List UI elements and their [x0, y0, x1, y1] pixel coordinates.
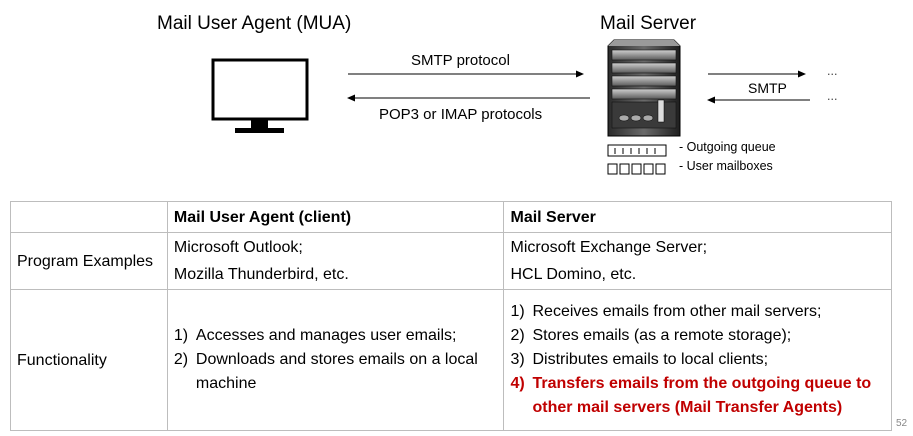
mua-title: Mail User Agent (MUA) [157, 13, 352, 34]
queue-mailbox-icons [607, 144, 667, 175]
item-text: Transfers emails from the outgoing queue… [532, 375, 872, 416]
header-cell-empty [10, 201, 168, 233]
protocol-arrows [347, 70, 590, 102]
comparison-table: Mail User Agent (client) Mail Server Pro… [10, 201, 892, 431]
item-text: Stores emails (as a remote storage); [532, 327, 792, 344]
item-text: Accesses and manages user emails; [195, 327, 457, 344]
row-label-program-examples: Program Examples [10, 232, 168, 290]
item-number: 3) [510, 351, 525, 368]
mail-server-title: Mail Server [600, 13, 697, 34]
client-functionality-list: 1) Accesses and manages user emails; 2) Do… [174, 324, 498, 396]
server-example-2: HCL Domino, etc. [510, 266, 637, 283]
header-cell-client: Mail User Agent (client) [166, 201, 505, 233]
server-example-1: Microsoft Exchange Server; [510, 239, 708, 256]
user-mailboxes-label: - User mailboxes [679, 159, 773, 173]
smtp-label: SMTP [748, 80, 787, 96]
item-text: Downloads and stores emails on a local m… [195, 351, 478, 392]
header-cell-server: Mail Server [503, 201, 892, 233]
row-label-functionality: Functionality [10, 289, 168, 431]
list-item: 3) Distributes emails to local clients; [510, 348, 885, 372]
list-item: 2) Downloads and stores emails on a local… [174, 348, 498, 396]
server-functionality-list: 1) Receives emails from other mail server… [510, 300, 885, 420]
client-example-1: Microsoft Outlook; [173, 239, 303, 256]
list-item-highlighted: 4) Transfers emails from the outgoing que… [510, 372, 885, 420]
table-row-functionality: Functionality 1) Accesses and manages use… [10, 289, 892, 431]
table-header-row: Mail User Agent (client) Mail Server [10, 201, 892, 233]
monitor-icon [211, 58, 309, 133]
cell-client-examples: Microsoft Outlook; Mozilla Thunderbird, … [166, 232, 505, 290]
item-number: 2) [173, 351, 189, 368]
page-number: 52 [896, 418, 908, 429]
item-number: 1) [173, 327, 189, 344]
item-number: 4) [510, 375, 525, 392]
item-number: 2) [510, 327, 525, 344]
ellipsis-bottom: ... [827, 89, 838, 103]
pop3-imap-label: POP3 or IMAP protocols [379, 106, 543, 123]
item-text: Distributes emails to local clients; [532, 351, 769, 368]
server-icon [607, 39, 681, 137]
table-row-program-examples: Program Examples Microsoft Outlook; Mozi… [10, 232, 892, 290]
list-item: 1) Accesses and manages user emails; [174, 324, 498, 348]
cell-client-functionality: 1) Accesses and manages user emails; 2) Do… [166, 289, 505, 431]
ellipsis-top: ... [827, 64, 838, 78]
list-item: 2) Stores emails (as a remote storage); [510, 324, 885, 348]
item-text: Receives emails from other mail servers; [532, 303, 822, 320]
outgoing-queue-label: - Outgoing queue [679, 140, 776, 154]
client-example-2: Mozilla Thunderbird, etc. [173, 266, 349, 283]
smtp-arrows [707, 70, 810, 104]
list-item: 1) Receives emails from other mail server… [510, 300, 885, 324]
item-number: 1) [510, 303, 525, 320]
cell-server-examples: Microsoft Exchange Server; HCL Domino, e… [503, 232, 892, 290]
cell-server-functionality: 1) Receives emails from other mail server… [503, 289, 892, 431]
smtp-protocol-label: SMTP protocol [411, 52, 510, 69]
